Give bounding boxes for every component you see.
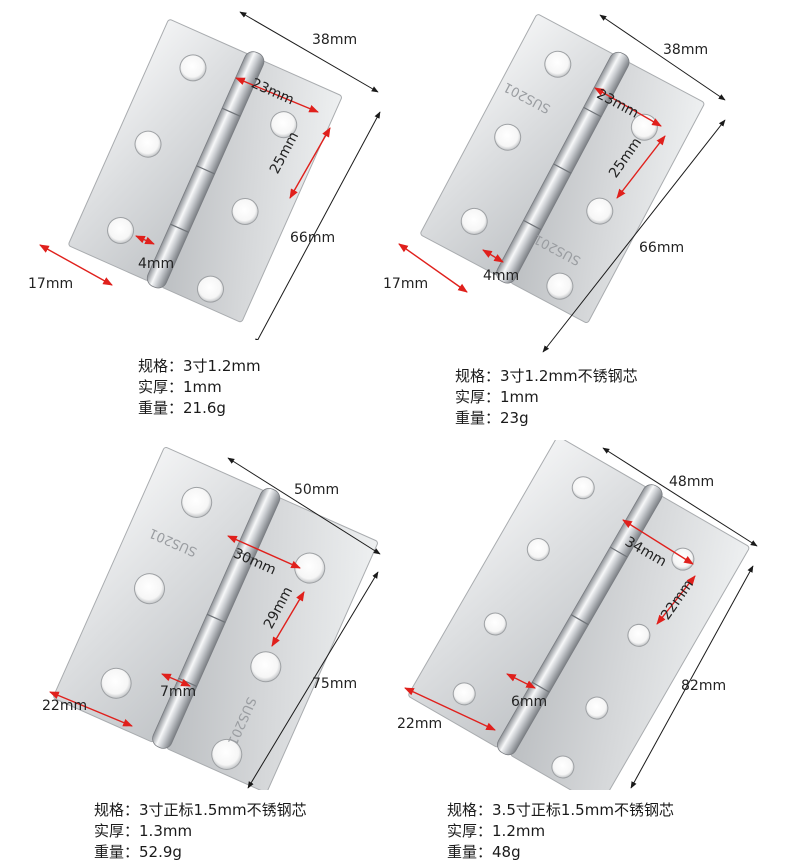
spec-weight-label: 重量：	[455, 409, 501, 427]
hinge-1-image	[39, 11, 381, 340]
spec-model-label: 规格：	[138, 357, 184, 375]
spec-thick-label: 实厚：	[138, 378, 184, 396]
dim-height-label: 66mm	[290, 230, 336, 246]
spec-weight: 21.6g	[183, 399, 226, 417]
dim-leaf-label: 17mm	[383, 276, 429, 292]
spec-block-4: 规格：3.5寸正标1.5mm不锈钢芯 实厚：1.2mm 重量：48g	[447, 800, 674, 863]
spec-model: 3寸1.2mm不锈钢芯	[500, 367, 638, 385]
hinge-2-image: SUS201 SUS201	[398, 14, 726, 353]
spec-model: 3寸正标1.5mm不锈钢芯	[139, 801, 307, 819]
dim-leaf-label: 17mm	[28, 276, 74, 292]
spec-thick-label: 实厚：	[94, 822, 140, 840]
spec-thick-label: 实厚：	[455, 388, 501, 406]
dim-pin-label: 4mm	[138, 256, 175, 272]
spec-thick: 1.2mm	[492, 822, 546, 840]
product-2: SUS201 SUS201 38mm 66mm 23mm 25mm 4mm 17…	[383, 0, 790, 440]
dim-height-label: 75mm	[312, 676, 358, 692]
dim-width-label: 48mm	[669, 474, 715, 490]
dim-pin-label: 4mm	[483, 268, 520, 284]
spec-model: 3寸1.2mm	[183, 357, 261, 375]
hinge-4-image	[404, 440, 758, 790]
dim-width-label: 38mm	[663, 42, 709, 58]
dim-height-label: 66mm	[639, 240, 685, 256]
spec-model-label: 规格：	[455, 367, 501, 385]
spec-block-2: 规格：3寸1.2mm不锈钢芯 实厚：1mm 重量：23g	[455, 366, 638, 429]
spec-weight-label: 重量：	[138, 399, 184, 417]
product-1: 38mm 66mm 23mm 25mm 4mm 17mm 规格：3寸1.2mm …	[0, 0, 395, 430]
dim-leaf-label: 22mm	[397, 716, 443, 732]
dim-pin-label: 7mm	[160, 684, 197, 700]
spec-weight: 52.9g	[139, 843, 182, 861]
spec-weight: 23g	[500, 409, 529, 427]
spec-weight-label: 重量：	[447, 843, 493, 861]
spec-thick-label: 实厚：	[447, 822, 493, 840]
hinge-3-image: SUS201 SUS201	[49, 447, 381, 790]
dim-width-label: 50mm	[294, 482, 340, 498]
spec-model-label: 规格：	[447, 801, 493, 819]
spec-model: 3.5寸正标1.5mm不锈钢芯	[492, 801, 674, 819]
spec-thick: 1mm	[500, 388, 539, 406]
dim-leaf-label: 22mm	[42, 698, 88, 714]
spec-thick: 1mm	[183, 378, 222, 396]
dim-width-label: 38mm	[312, 32, 358, 48]
spec-weight-label: 重量：	[94, 843, 140, 861]
product-3: SUS201 SUS201 50mm 75mm 30mm 29mm 7mm 22…	[0, 440, 395, 867]
spec-thick: 1.3mm	[139, 822, 193, 840]
dim-pin-label: 6mm	[511, 694, 548, 710]
spec-block-3: 规格：3寸正标1.5mm不锈钢芯 实厚：1.3mm 重量：52.9g	[94, 800, 307, 863]
spec-model-label: 规格：	[94, 801, 140, 819]
product-4: 48mm 82mm 34mm 22mm 6mm 22mm 规格：3.5寸正标1.…	[395, 440, 790, 867]
dim-height-label: 82mm	[681, 678, 727, 694]
spec-weight: 48g	[492, 843, 521, 861]
spec-block-1: 规格：3寸1.2mm 实厚：1mm 重量：21.6g	[138, 356, 261, 419]
